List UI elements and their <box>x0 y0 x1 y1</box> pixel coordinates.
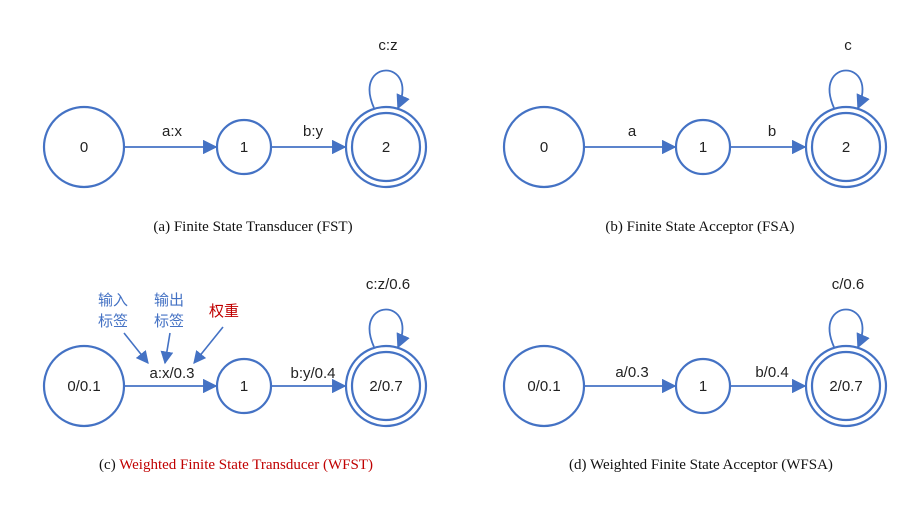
fsa-state-1-label: 1 <box>699 139 707 156</box>
wfst-state-0-label: 0/0.1 <box>67 378 100 395</box>
fst-state-2-label: 2 <box>382 139 390 156</box>
wfsa-edge-1-2-label: b/0.4 <box>755 364 788 381</box>
fsa-state-2-inner <box>810 111 882 183</box>
input-label-annotation-line1: 输入 <box>98 291 128 309</box>
fst-state-2-inner <box>350 111 422 183</box>
output-label-pointer-arrow <box>160 332 174 365</box>
input-label-annotation-line2: 标签 <box>98 312 128 330</box>
fsa-state-0-label: 0 <box>540 139 548 156</box>
fst-loop-label: c:z <box>378 37 397 54</box>
panel-wfst: 0/0.1 1 2/0.7 a:x/0.3 b:y/0.4 c:z/0.6 输入… <box>42 276 428 473</box>
output-label-annotation-line2: 标签 <box>154 312 184 330</box>
fst-state-0-label: 0 <box>80 139 88 156</box>
wfsa-state-1-label: 1 <box>699 378 707 395</box>
wfst-caption-prefix: (c) <box>99 457 119 473</box>
weight-pointer-arrow <box>193 326 224 364</box>
fst-self-loop-2 <box>368 69 410 110</box>
panel-fst: 0 1 2 a:x b:y c:z (a) Finite State Trans… <box>42 37 428 235</box>
fsa-edge-1-2-label: b <box>768 123 776 140</box>
fsa-loop-label: c <box>844 37 852 54</box>
wfst-state-1-label: 1 <box>240 378 248 395</box>
panel-fsa: 0 1 2 a b c (b) Finite State Acceptor (F… <box>502 37 888 235</box>
wfst-self-loop-2 <box>368 308 410 349</box>
wfsa-self-loop-2 <box>828 308 870 349</box>
wfsa-state-2-label: 2/0.7 <box>829 378 862 395</box>
fst-edge-1-2-label: b:y <box>303 123 324 140</box>
fst-edge-0-1-label: a:x <box>162 123 183 140</box>
wfsa-state-2-inner <box>810 350 882 422</box>
wfst-edge-0-1-label: a:x/0.3 <box>149 365 194 382</box>
fst-state-1-label: 1 <box>240 139 248 156</box>
fsa-caption: (b) Finite State Acceptor (FSA) <box>605 219 794 235</box>
output-label-annotation-line1: 输出 <box>154 291 184 309</box>
weight-annotation: 权重 <box>209 302 239 320</box>
wfsa-edge-0-1-label: a/0.3 <box>615 364 648 381</box>
wfst-caption: (c) Weighted Finite State Transducer (WF… <box>99 457 373 473</box>
wfsa-state-0-label: 0/0.1 <box>527 378 560 395</box>
wfst-state-2-inner <box>350 350 422 422</box>
input-label-pointer-arrow <box>123 332 149 364</box>
fsa-edge-0-1-label: a <box>628 123 637 140</box>
wfst-caption-highlight: Weighted Finite State Transducer (WFST) <box>119 457 373 473</box>
fsa-state-2-label: 2 <box>842 139 850 156</box>
wfst-loop-label: c:z/0.6 <box>366 276 410 293</box>
wfsa-caption: (d) Weighted Finite State Acceptor (WFSA… <box>569 457 833 473</box>
fsa-self-loop-2 <box>828 69 870 110</box>
wfst-edge-1-2-label: b:y/0.4 <box>290 365 335 382</box>
fst-caption: (a) Finite State Transducer (FST) <box>153 219 352 235</box>
wfst-state-2-label: 2/0.7 <box>369 378 402 395</box>
wfsa-loop-label: c/0.6 <box>832 276 865 293</box>
panel-wfsa: 0/0.1 1 2/0.7 a/0.3 b/0.4 c/0.6 (d) Weig… <box>502 276 888 473</box>
